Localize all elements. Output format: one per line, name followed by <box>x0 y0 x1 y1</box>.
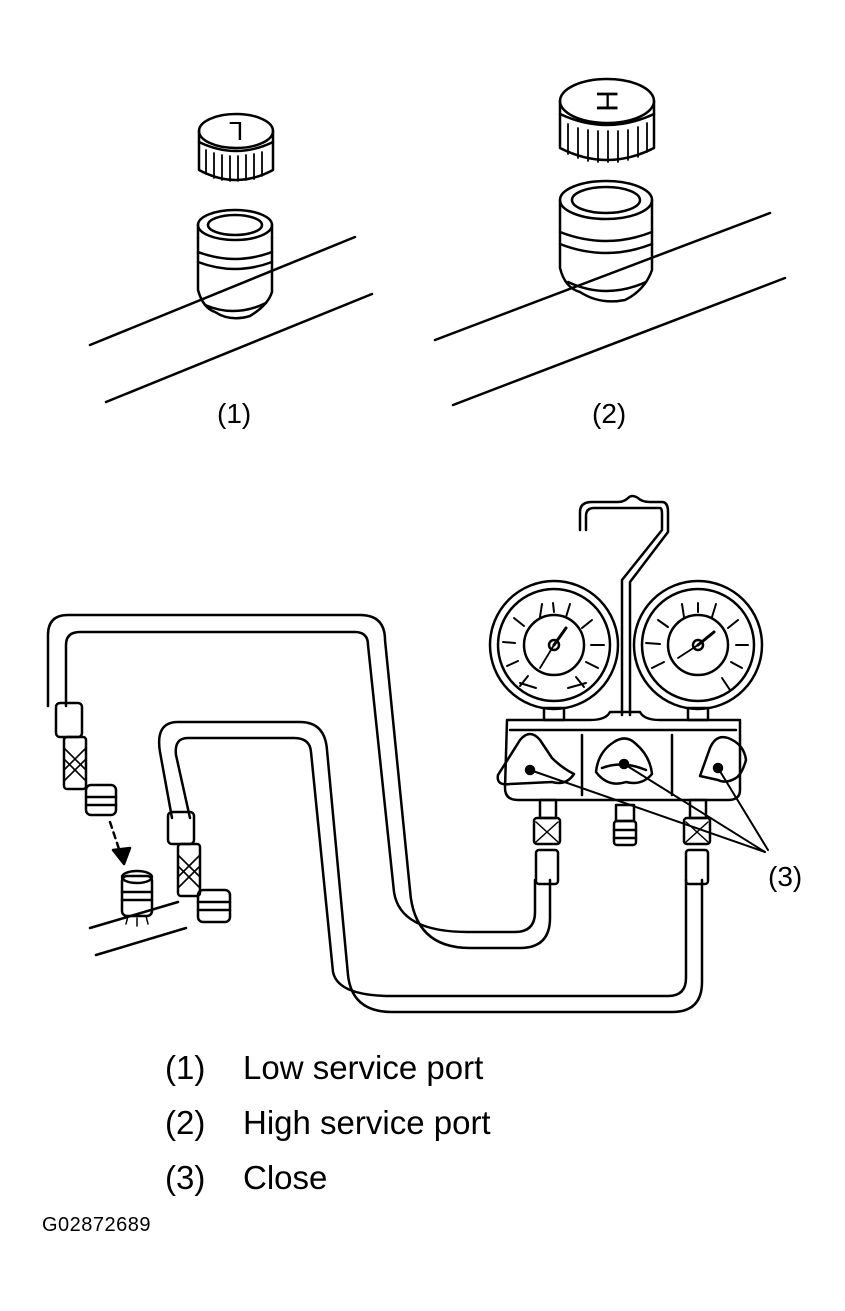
high-service-port <box>433 77 787 407</box>
legend-text: Low service port <box>243 1048 484 1086</box>
port-stub <box>88 869 188 957</box>
legend-num: (3) <box>165 1158 206 1196</box>
cap-letter-low: L <box>229 116 243 146</box>
figure-code: G02872689 <box>42 1214 152 1236</box>
caption-high-port: (2) <box>592 398 627 429</box>
legend-row: (2) High service port <box>165 1095 491 1150</box>
manifold-gauge-set <box>488 494 769 886</box>
caption-low-port: (1) <box>217 398 252 429</box>
legend-row: (1) Low service port <box>165 1040 491 1095</box>
cap-letter-high: H <box>590 90 623 112</box>
legend-num: (2) <box>165 1103 206 1141</box>
legend-num: (1) <box>165 1048 206 1086</box>
legend-row: (3) Close <box>165 1150 491 1205</box>
legend-text: Close <box>243 1158 328 1196</box>
callout-close: (3) <box>768 861 803 892</box>
legend-text: High service port <box>243 1103 491 1141</box>
left-couplers <box>54 701 232 924</box>
legend: (1) Low service port (2) High service po… <box>165 1040 491 1205</box>
hoses <box>46 613 704 1014</box>
low-service-port <box>88 112 374 404</box>
